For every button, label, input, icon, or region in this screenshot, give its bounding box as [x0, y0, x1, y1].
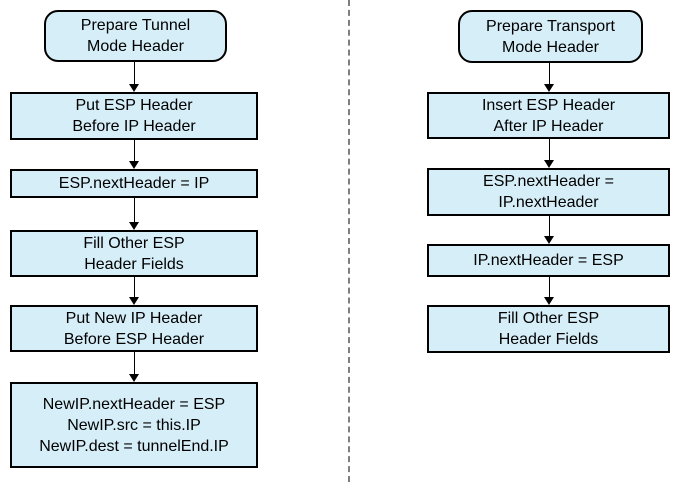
down-arrow-connector	[129, 198, 140, 230]
node-prepare-transport-mode-header: Prepare Transport Mode Header	[458, 10, 643, 63]
down-arrow-connector	[129, 352, 140, 382]
node-ip-nextheader-esp: IP.nextHeader = ESP	[427, 244, 670, 277]
down-arrow-connector	[129, 277, 140, 305]
down-arrow-connector	[544, 216, 555, 244]
node-esp-nextheader-ip: ESP.nextHeader = IP	[10, 169, 258, 198]
down-arrow-connector	[544, 63, 555, 92]
down-arrow-connector	[544, 277, 555, 305]
down-arrow-connector	[544, 139, 555, 168]
down-arrow-connector	[129, 62, 140, 92]
dashed-column-divider	[348, 0, 350, 482]
node-put-new-ip-header-before-esp-header: Put New IP Header Before ESP Header	[10, 305, 258, 352]
down-arrow-connector	[129, 140, 140, 169]
node-esp-nextheader-ip-nextheader: ESP.nextHeader = IP.nextHeader	[427, 168, 670, 216]
node-fill-other-esp-header-fields-tunnel: Fill Other ESP Header Fields	[10, 230, 258, 277]
node-newip-assignments: NewIP.nextHeader = ESP NewIP.src = this.…	[10, 382, 258, 468]
node-prepare-tunnel-mode-header: Prepare Tunnel Mode Header	[44, 10, 227, 62]
node-fill-other-esp-header-fields-transport: Fill Other ESP Header Fields	[427, 305, 670, 353]
node-put-esp-header-before-ip-header: Put ESP Header Before IP Header	[10, 92, 258, 140]
node-insert-esp-header-after-ip-header: Insert ESP Header After IP Header	[427, 92, 670, 139]
